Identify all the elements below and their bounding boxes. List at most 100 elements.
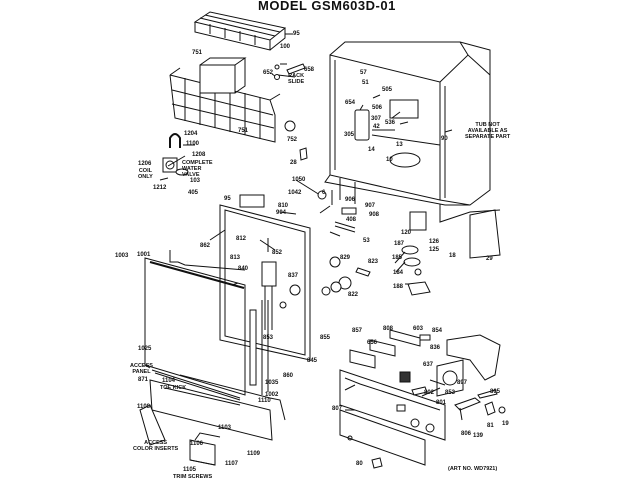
note-toe-kick: TOE KICK xyxy=(160,385,187,391)
valve-bracket xyxy=(175,168,189,176)
console-trim xyxy=(339,409,426,466)
callout: 823 xyxy=(368,259,379,265)
callout: 854 xyxy=(432,328,443,334)
callout: 505 xyxy=(382,87,393,93)
callout: 658 xyxy=(304,67,315,73)
callout: 305 xyxy=(344,132,355,138)
fill-hose xyxy=(169,133,181,148)
callout: 1212 xyxy=(153,185,167,191)
callout: 13 xyxy=(396,142,403,148)
callout: 853 xyxy=(263,335,274,341)
callout: 405 xyxy=(188,190,199,196)
callout: 10 xyxy=(386,157,393,163)
callout: 806 xyxy=(461,431,472,437)
note-tub-not-available: TUB NOT AVAILABLE AS SEPARATE PART xyxy=(465,122,511,140)
note-complete-water-valve: COMPLETE WATER VALVE xyxy=(182,160,213,178)
light-bulb xyxy=(419,334,431,341)
callout: 837 xyxy=(288,273,299,279)
door-side-strip xyxy=(249,309,257,386)
callout: 42 xyxy=(373,124,380,130)
callout: 656 xyxy=(367,340,378,346)
tub-clip xyxy=(299,147,308,161)
note-rack-slide: RACK SLIDE xyxy=(288,73,305,85)
callout: 1003 xyxy=(115,253,129,259)
detergent-cup xyxy=(407,281,431,296)
side-panel xyxy=(469,209,501,259)
callout: 1104 xyxy=(162,378,176,384)
rack-roller xyxy=(274,74,280,80)
callout: 805 xyxy=(490,389,501,395)
bearing-2 xyxy=(321,286,331,296)
callout: 751 xyxy=(192,50,203,56)
callout: 836 xyxy=(430,345,441,351)
callout: 1108 xyxy=(137,404,151,410)
callout: 14 xyxy=(368,147,375,153)
callout: 90 xyxy=(441,136,448,142)
knob xyxy=(371,457,383,469)
callout: 1105 xyxy=(183,467,197,473)
callout: 871 xyxy=(138,377,149,383)
callout: 1035 xyxy=(265,380,279,386)
latch-lever xyxy=(454,397,481,411)
callout: 53 xyxy=(363,238,370,244)
rack-slide-part xyxy=(286,63,306,75)
callout: 19 xyxy=(502,421,509,427)
callout: 855 xyxy=(320,335,331,341)
model-title: MODEL GSM603D-01 xyxy=(258,0,396,13)
callout: 185 xyxy=(392,255,403,261)
wire-harness xyxy=(429,379,446,386)
outer-door-panel xyxy=(144,250,246,401)
callout: 860 xyxy=(283,373,294,379)
callout: 1106 xyxy=(190,441,204,447)
callout: 807 xyxy=(332,406,343,412)
callout: 751 xyxy=(238,128,249,134)
switch-block-2 xyxy=(369,339,396,357)
leader-lines xyxy=(159,33,463,421)
timer xyxy=(436,359,464,397)
callout: 1206 xyxy=(138,161,152,167)
callout: 126 xyxy=(429,239,440,245)
callout: 637 xyxy=(423,362,434,368)
callout: 125 xyxy=(429,247,440,253)
control-panel xyxy=(339,369,446,441)
art-number: (ART NO. WD7921) xyxy=(448,466,498,472)
latch-pin xyxy=(477,389,498,399)
model-number: GSM603D-01 xyxy=(311,0,396,13)
callout: 1107 xyxy=(225,461,239,467)
washer xyxy=(414,268,422,276)
callout: 845 xyxy=(307,358,318,364)
callout: 81 xyxy=(487,423,494,429)
callout: 1110 xyxy=(258,398,271,404)
callout: 1208 xyxy=(192,152,206,158)
callout: 829 xyxy=(340,255,351,261)
callout: 862 xyxy=(200,243,211,249)
tub xyxy=(324,41,501,223)
callout: 603 xyxy=(413,326,424,332)
door-latch-rod xyxy=(341,207,357,215)
callout: 408 xyxy=(346,217,357,223)
bearing-1 xyxy=(330,281,342,293)
switch-block-1 xyxy=(349,349,376,369)
callout: 908 xyxy=(369,212,380,218)
fastener xyxy=(347,435,353,441)
callout: 904 xyxy=(276,210,287,216)
door-trim xyxy=(261,300,269,395)
callout: 536 xyxy=(385,120,396,126)
callout: 1100 xyxy=(186,141,200,147)
upper-rack xyxy=(193,11,287,51)
rack-stop xyxy=(274,64,280,70)
callout: 1001 xyxy=(137,252,151,258)
callout: 801 xyxy=(436,400,447,406)
note-trim-screws: TRIM SCREWS xyxy=(173,474,213,480)
note-access-color-inserts: ACCESS COLOR INSERTS xyxy=(133,440,179,452)
callout: 906 xyxy=(345,197,356,203)
callout: 1204 xyxy=(184,131,198,137)
callout: 103 xyxy=(190,178,201,184)
callout: 808 xyxy=(383,326,394,332)
toe-kick xyxy=(149,374,286,441)
wheel xyxy=(284,120,296,132)
door-spring xyxy=(355,267,371,277)
callout: 57 xyxy=(360,70,367,76)
callout: 51 xyxy=(362,80,369,86)
